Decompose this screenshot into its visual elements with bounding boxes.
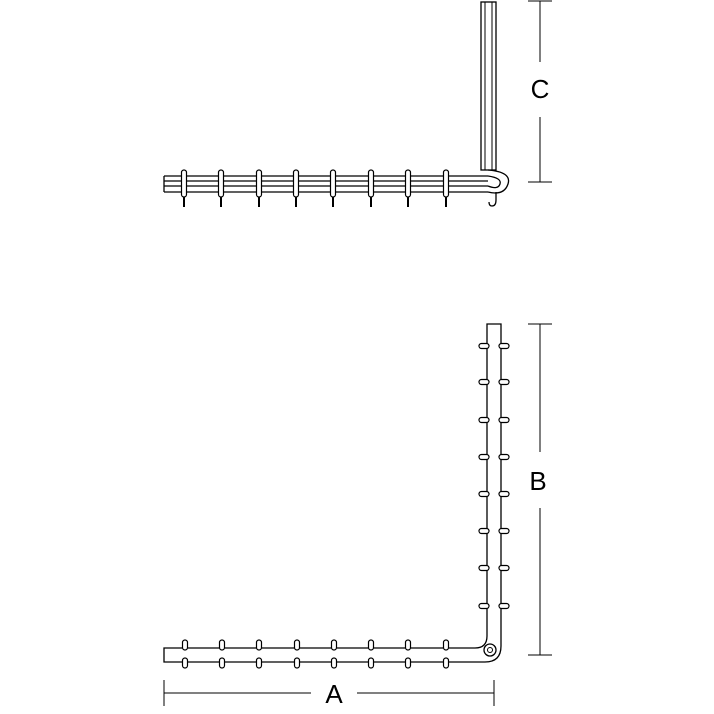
- side-view-vertical-tube: [480, 1, 497, 171]
- plan-view-runner: [255, 639, 263, 651]
- plan-view-runner: [498, 416, 510, 424]
- side-view-ring: [255, 169, 263, 207]
- dimension-b-label: B: [529, 466, 546, 496]
- dimension-c: C: [528, 0, 552, 183]
- plan-view-runner: [478, 342, 490, 350]
- plan-view-runner: [293, 639, 301, 651]
- plan-view-runner: [442, 639, 450, 651]
- plan-view-runner: [478, 416, 490, 424]
- plan-view-runner: [478, 602, 490, 610]
- side-view: [163, 1, 510, 207]
- plan-view-runner: [442, 657, 450, 669]
- plan-view-runner: [330, 657, 338, 669]
- plan-view-runner: [293, 657, 301, 669]
- plan-view-runner: [330, 639, 338, 651]
- side-view-ring: [442, 169, 450, 207]
- plan-view-corner-pivot: [483, 643, 497, 657]
- dimension-a: A: [163, 679, 495, 709]
- plan-view-runner: [367, 657, 375, 669]
- side-view-ring: [180, 169, 188, 207]
- plan-view-runner: [498, 527, 510, 535]
- plan-view-runner: [218, 639, 226, 651]
- plan-view-runner: [218, 657, 226, 669]
- side-view-corner-bend: [487, 169, 510, 207]
- side-view-ring: [292, 169, 300, 207]
- plan-view-runner: [478, 527, 490, 535]
- plan-view-runner: [498, 490, 510, 498]
- plan-view-runner: [181, 657, 189, 669]
- dimension-a-label: A: [325, 679, 343, 709]
- side-view-ring: [329, 169, 337, 207]
- plan-view-runner: [478, 378, 490, 386]
- side-view-ring: [404, 169, 412, 207]
- side-view-rings: [180, 169, 450, 207]
- plan-view-runner: [478, 453, 490, 461]
- plan-view-runner: [478, 564, 490, 572]
- side-view-ring: [367, 169, 375, 207]
- plan-view-runner: [404, 657, 412, 669]
- plan-view-runner: [255, 657, 263, 669]
- plan-view-runner: [498, 342, 510, 350]
- plan-view-runner: [404, 639, 412, 651]
- plan-view-runner: [498, 378, 510, 386]
- plan-view-runner: [367, 639, 375, 651]
- plan-view-runner: [498, 453, 510, 461]
- plan-view-runners-vertical: [478, 342, 510, 610]
- plan-view-l-rail: [163, 323, 502, 663]
- dimension-b: B: [528, 323, 552, 656]
- side-view-ring: [217, 169, 225, 207]
- plan-view-runner: [498, 564, 510, 572]
- side-view-horizontal-rail: [163, 175, 488, 193]
- dimension-c-label: C: [531, 74, 550, 104]
- plan-view: [163, 323, 510, 669]
- plan-view-runner: [478, 490, 490, 498]
- plan-view-runner: [498, 602, 510, 610]
- plan-view-runner: [181, 639, 189, 651]
- plan-view-runners-horizontal: [181, 639, 450, 669]
